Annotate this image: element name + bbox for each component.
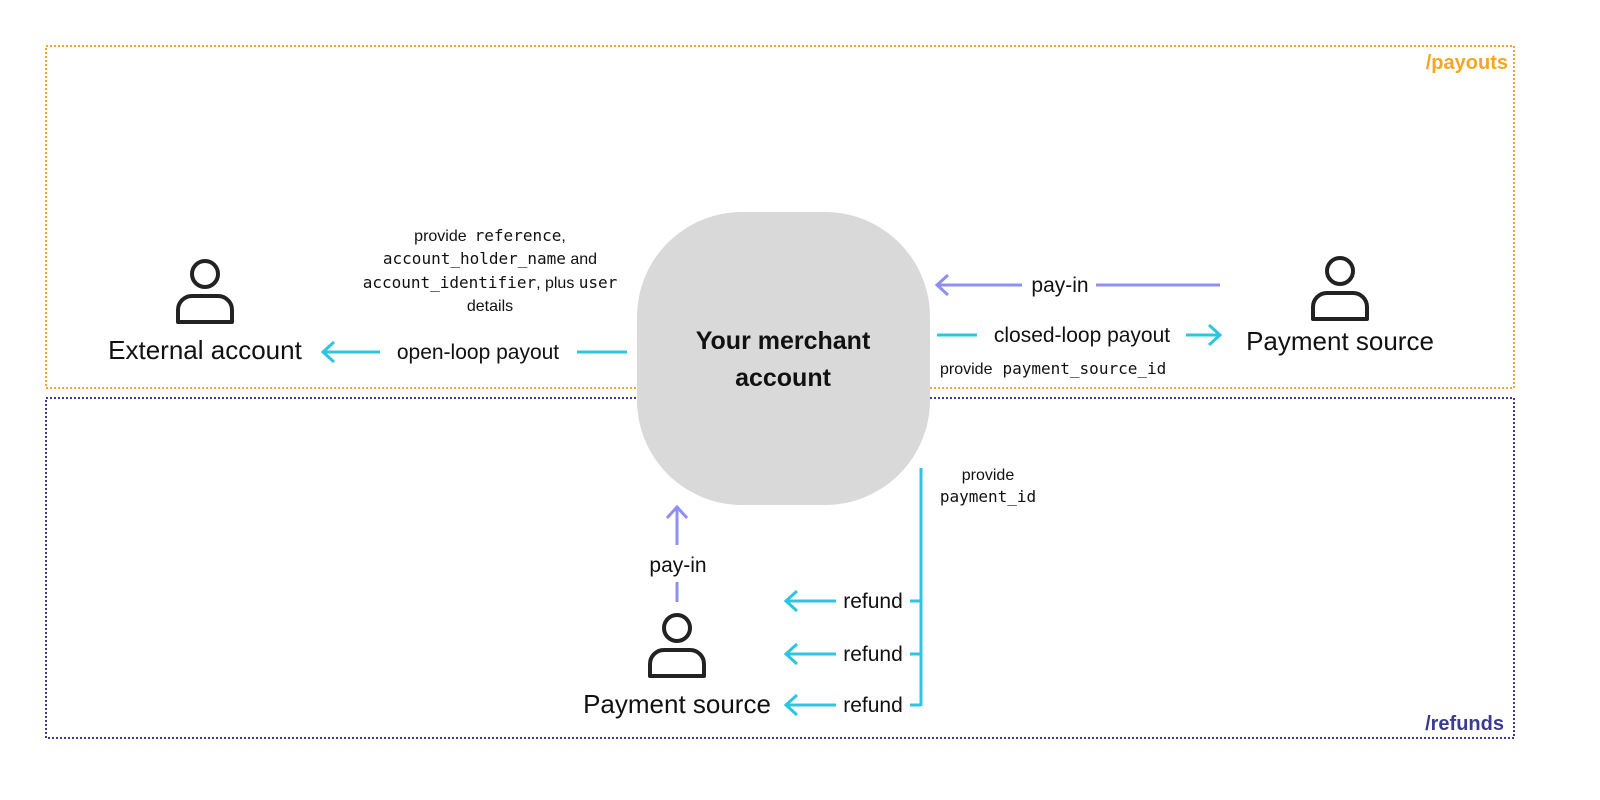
svg-text:account_holder_name and: account_holder_name and xyxy=(383,249,597,268)
refund-label: refund xyxy=(843,694,903,717)
open-loop-arrow xyxy=(320,340,627,364)
merchant-account-node xyxy=(637,212,930,505)
external-account-label: External account xyxy=(108,335,302,365)
open-loop-label: open-loop payout xyxy=(397,341,559,364)
payment-source-right-person-icon xyxy=(1311,256,1369,321)
merchant-account-title-line1: Your merchant xyxy=(696,327,871,355)
payment-source-right-label: Payment source xyxy=(1246,326,1434,356)
refund-note-field: payment_id xyxy=(940,487,1036,506)
refund-note-provide: provide xyxy=(962,467,1015,484)
merchant-account-title-line2: account xyxy=(735,364,832,392)
payment-source-bottom-person-icon xyxy=(648,613,706,678)
svg-text:details: details xyxy=(467,298,513,315)
pay-in-label-bottom: pay-in xyxy=(649,554,706,577)
closed-loop-label: closed-loop payout xyxy=(994,324,1170,347)
svg-text:account_identifier, plus user: account_identifier, plus user xyxy=(363,273,618,292)
pay-in-arrow-bottom xyxy=(665,504,689,602)
payouts-zone-label: /payouts xyxy=(1426,52,1508,74)
payment-source-bottom-label: Payment source xyxy=(583,689,771,719)
closed-loop-arrow xyxy=(937,323,1223,347)
pay-in-arrow-right xyxy=(934,273,1220,297)
pay-in-label-right: pay-in xyxy=(1031,274,1088,297)
refund-label: refund xyxy=(843,590,903,613)
external-account-person-icon xyxy=(176,259,234,324)
refund-label: refund xyxy=(843,643,903,666)
refunds-zone-label: /refunds xyxy=(1425,713,1504,735)
refund-arrows xyxy=(783,468,923,717)
